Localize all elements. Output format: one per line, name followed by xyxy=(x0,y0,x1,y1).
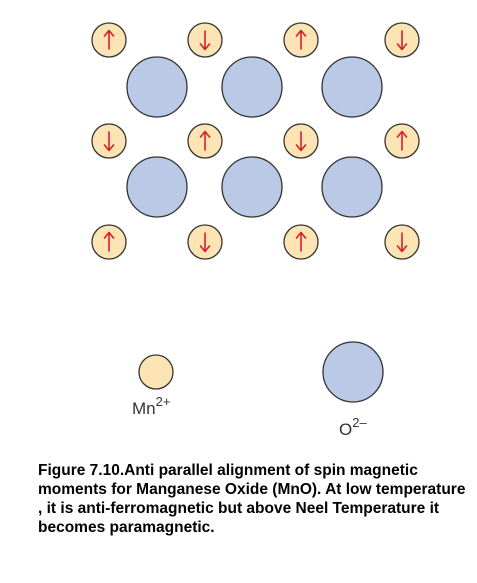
manganese-ion xyxy=(384,224,420,260)
manganese-ion xyxy=(91,224,127,260)
manganese-ion xyxy=(283,22,319,58)
spin-up-arrow-icon xyxy=(103,29,115,50)
legend-oxygen-label: O2– xyxy=(339,415,367,439)
manganese-ion xyxy=(187,224,223,260)
legend-manganese-ion-icon xyxy=(138,354,174,390)
figure-caption: Figure 7.10.Anti parallel alignment of s… xyxy=(38,462,466,536)
spin-down-arrow-icon xyxy=(103,131,115,152)
legend-oxygen-ion-icon xyxy=(322,341,384,403)
oxygen-ion xyxy=(321,156,383,218)
spin-up-arrow-icon xyxy=(103,231,115,252)
manganese-ion xyxy=(283,123,319,159)
manganese-ion xyxy=(91,123,127,159)
manganese-ion xyxy=(187,123,223,159)
spin-down-arrow-icon xyxy=(396,232,408,253)
legend-icons xyxy=(138,341,384,403)
oxygen-ion xyxy=(221,156,283,218)
spin-down-arrow-icon xyxy=(199,232,211,253)
spin-up-arrow-icon xyxy=(199,130,211,151)
manganese-ion-layer xyxy=(91,22,420,260)
spin-down-arrow-icon xyxy=(295,131,307,152)
spin-down-arrow-icon xyxy=(396,30,408,51)
spin-up-arrow-icon xyxy=(295,29,307,50)
oxygen-ion-layer xyxy=(126,56,383,218)
manganese-ion xyxy=(91,22,127,58)
oxygen-ion xyxy=(321,56,383,118)
oxygen-ion xyxy=(221,56,283,118)
manganese-ion xyxy=(384,123,420,159)
manganese-ion xyxy=(187,22,223,58)
spin-up-arrow-icon xyxy=(295,231,307,252)
legend-manganese-label: Mn2+ xyxy=(132,394,171,418)
oxygen-ion xyxy=(126,156,188,218)
spin-up-arrow-icon xyxy=(396,130,408,151)
spin-down-arrow-icon xyxy=(199,30,211,51)
manganese-ion xyxy=(283,224,319,260)
oxygen-ion xyxy=(126,56,188,118)
manganese-ion xyxy=(384,22,420,58)
